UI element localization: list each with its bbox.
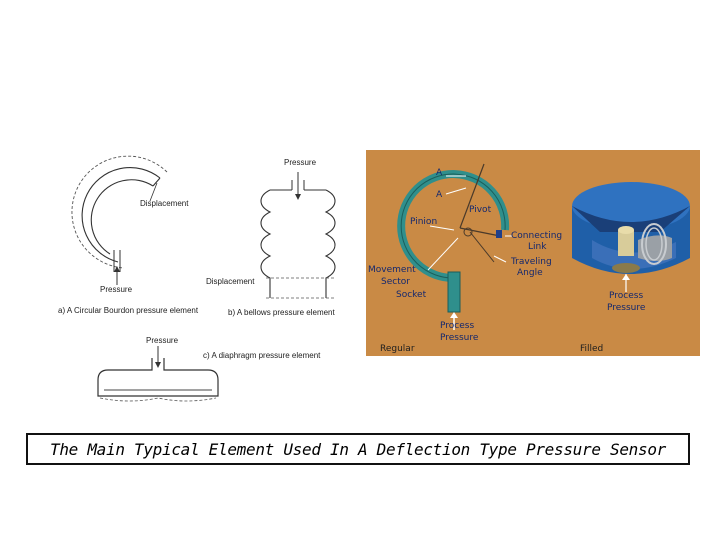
bellows-element-sketch [260,172,336,299]
socket-shape [447,271,461,313]
label-socket: Socket [396,290,427,300]
diaphragm-element-sketch [97,346,219,402]
bellows-caption: b) A bellows pressure element [228,308,336,317]
bourdon-displacement-label: Displacement [140,199,189,208]
label-process-right: Process [609,291,643,301]
bourdon-pressure-label: Pressure [100,285,133,294]
gauge-photo-panel [366,150,700,356]
bellows-displacement-label: Displacement [206,277,255,286]
label-a-bottom: A [436,190,443,200]
bourdon-element-sketch [71,155,168,285]
label-angle: Angle [517,268,543,278]
label-pressure-left: Pressure [440,333,479,343]
filled-gauge-shape [572,182,690,292]
label-connecting: Connecting [511,231,562,241]
label-link: Link [528,242,547,252]
label-a-top: A [436,168,443,178]
diaphragm-caption: c) A diaphragm pressure element [203,351,321,360]
bourdon-caption: a) A Circular Bourdon pressure element [58,306,199,315]
label-process-left: Process [440,321,474,331]
figure-caption: The Main Typical Element Used In A Defle… [50,439,666,459]
label-regular: Regular [380,344,415,354]
label-pressure-right: Pressure [607,303,646,313]
diaphragm-pressure-label: Pressure [146,336,179,345]
label-pinion: Pinion [410,217,437,227]
label-pivot: Pivot [469,205,492,215]
label-sector: Sector [381,277,410,287]
label-traveling: Traveling [510,257,552,267]
caption-box: The Main Typical Element Used In A Defle… [26,433,690,465]
label-filled: Filled [580,344,603,354]
label-movement: Movement [368,265,416,275]
bellows-pressure-label: Pressure [284,158,317,167]
